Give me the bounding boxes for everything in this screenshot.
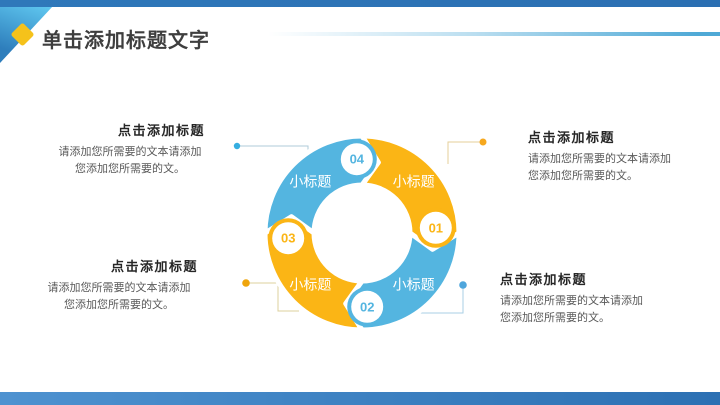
callout-top-right[interactable]: 点击添加标题 请添加您所需要的文本请添加 您添加您所需要的文。 <box>528 127 698 185</box>
connector-dot-top-left <box>233 142 241 150</box>
callout-body[interactable]: 请添加您所需要的文本请添加 您添加您所需要的文。 <box>528 151 698 185</box>
callout-heading[interactable]: 点击添加标题 <box>528 130 616 145</box>
connector-line-bottom-right <box>414 288 464 314</box>
callout-top-left[interactable]: 点击添加标题 请添加您所需要的文本请添加 您添加您所需要的文。 <box>55 120 205 178</box>
badge-circle-01 <box>419 211 452 244</box>
callout-body-line2: 您添加您所需要的文。 <box>64 299 174 311</box>
connector-dot-top-right <box>479 138 487 146</box>
connector-line-top-right <box>447 141 481 164</box>
slide-title[interactable]: 单击添加标题文字 <box>42 30 210 52</box>
callout-body-line2: 您添加您所需要的文。 <box>528 170 638 182</box>
segment-label-04[interactable]: 小标题 <box>289 173 331 189</box>
callout-heading[interactable]: 点击添加标题 <box>117 123 205 138</box>
badge-circle-03 <box>272 222 305 255</box>
header-accent-line <box>268 32 720 36</box>
segment-badge-03[interactable]: 03 <box>268 218 309 259</box>
segment-badge-01[interactable]: 01 <box>415 207 456 248</box>
connector-dot-bottom-left <box>242 279 250 287</box>
callout-bottom-right[interactable]: 点击添加标题 请添加您所需要的文本请添加 您添加您所需要的文。 <box>500 269 670 327</box>
callout-body[interactable]: 请添加您所需要的文本请添加 您添加您所需要的文。 <box>500 293 670 327</box>
callout-heading[interactable]: 点击添加标题 <box>110 259 198 274</box>
connector-top-right <box>447 138 487 164</box>
callout-bottom-left[interactable]: 点击添加标题 请添加您所需要的文本请添加 您添加您所需要的文。 <box>40 256 198 314</box>
segment-badge-02[interactable]: 02 <box>347 286 388 327</box>
connector-bottom-right <box>414 281 467 314</box>
connector-dot-bottom-right <box>459 281 467 289</box>
callout-body-line2: 您添加您所需要的文。 <box>500 312 610 324</box>
badge-number-04: 04 <box>350 152 365 167</box>
callout-body-line1: 请添加您所需要的文本请添加 <box>47 282 191 294</box>
top-bar <box>0 0 720 7</box>
callout-body-line1: 请添加您所需要的文本请添加 <box>58 146 202 158</box>
segment-badge-04[interactable]: 04 <box>336 139 377 180</box>
callout-body-line2: 您添加您所需要的文。 <box>75 163 185 175</box>
connector-bottom-left <box>242 279 299 312</box>
badge-number-03: 03 <box>281 231 295 246</box>
segment-label-02[interactable]: 小标题 <box>393 277 435 293</box>
badge-circle-02 <box>351 290 384 323</box>
bottom-bar <box>0 392 720 405</box>
cycle-diagram: 01 02 03 04 小标题 小标题 小标题 小标题 <box>262 133 462 333</box>
segment-label-01[interactable]: 小标题 <box>393 173 435 189</box>
badge-circle-04 <box>340 143 373 176</box>
callout-body-line1: 请添加您所需要的文本请添加 <box>500 295 643 307</box>
badge-number-01: 01 <box>429 220 443 235</box>
connector-line-bottom-left <box>249 282 299 312</box>
callout-body[interactable]: 请添加您所需要的文本请添加 您添加您所需要的文。 <box>55 144 205 178</box>
callout-heading[interactable]: 点击添加标题 <box>500 272 588 287</box>
callout-body-line1: 请添加您所需要的文本请添加 <box>528 153 671 165</box>
badge-number-02: 02 <box>360 299 374 314</box>
callout-body[interactable]: 请添加您所需要的文本请添加 您添加您所需要的文。 <box>40 280 198 314</box>
segment-label-03[interactable]: 小标题 <box>289 277 331 293</box>
